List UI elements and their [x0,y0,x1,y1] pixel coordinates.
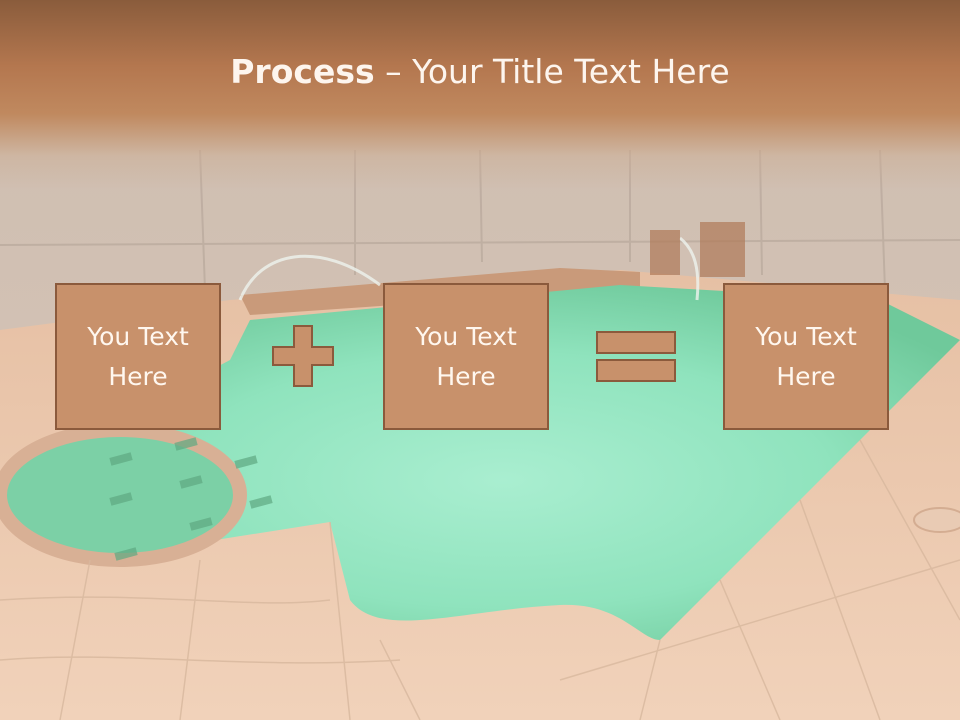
plus-icon [272,325,334,387]
process-box-2[interactable]: You Text Here [383,283,549,430]
title-rest: – Your Title Text Here [374,52,730,91]
process-box-3-text: You Text Here [755,321,857,391]
slide-title[interactable]: Process – Your Title Text Here [0,52,960,91]
title-banner [0,0,960,190]
process-box-1[interactable]: You Text Here [55,283,221,430]
title-bold-part: Process [230,52,375,91]
equals-icon [596,331,676,382]
process-box-1-text: You Text Here [87,321,189,391]
process-box-3[interactable]: You Text Here [723,283,889,430]
process-box-2-text: You Text Here [415,321,517,391]
